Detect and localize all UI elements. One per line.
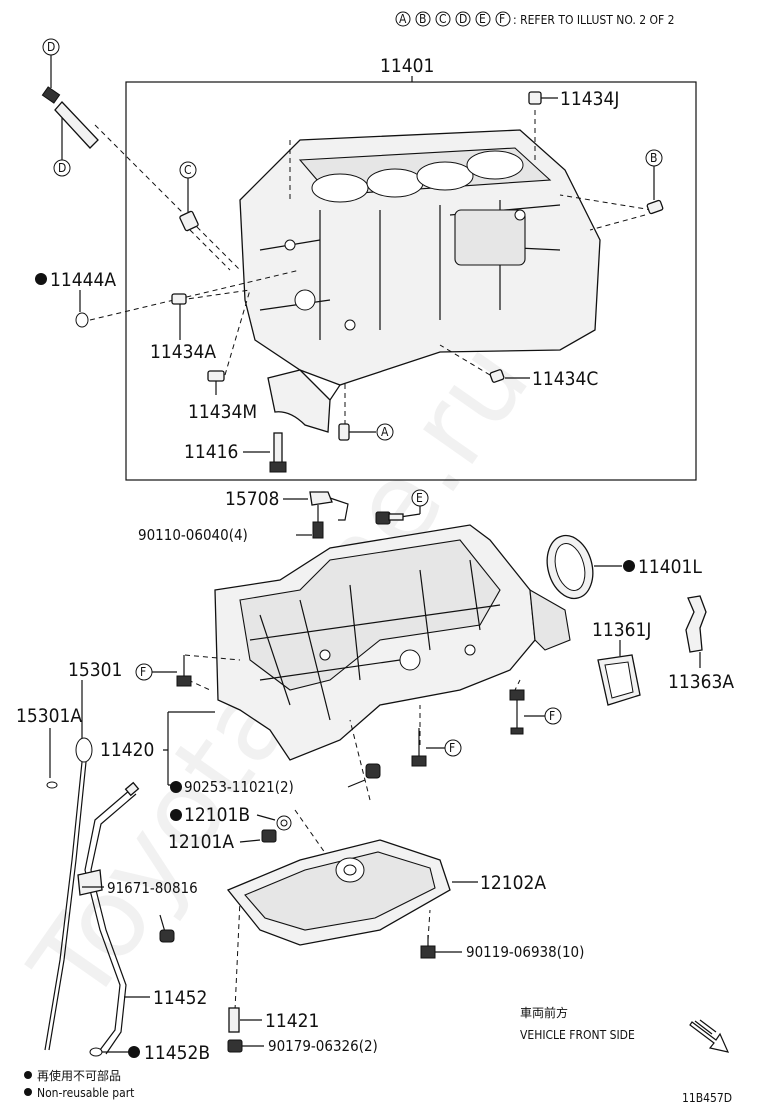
- svg-text:C: C: [184, 163, 192, 177]
- part-15301: 15301: [44, 659, 122, 1051]
- refer-letter-b: B: [415, 11, 431, 27]
- svg-text:A: A: [399, 12, 407, 26]
- part-11416: 11416: [184, 432, 287, 473]
- svg-text:F: F: [499, 12, 505, 26]
- svg-text:15708: 15708: [225, 488, 279, 510]
- svg-text:11444A: 11444A: [50, 269, 116, 291]
- svg-text:F: F: [549, 709, 555, 723]
- refer-text: : REFER TO ILLUST NO. 2 OF 2: [513, 13, 674, 27]
- block-assembly-frame: [125, 81, 697, 481]
- callout-f-1: F: [135, 655, 192, 687]
- part-90119: 90119-06938(10): [420, 935, 584, 961]
- diagram-code: 11B457D: [682, 1091, 732, 1105]
- oil-jet-bolt: [41, 86, 99, 160]
- cylinder-block: [239, 129, 601, 401]
- callout-f-3: F: [411, 728, 462, 767]
- svg-text:11452B: 11452B: [144, 1042, 210, 1064]
- svg-text:D: D: [47, 40, 55, 54]
- part-90110: 90110-06040(4): [138, 505, 324, 544]
- svg-text:A: A: [381, 425, 389, 439]
- part-11444A: 11444A: [35, 269, 116, 328]
- svg-text:11363A: 11363A: [668, 671, 734, 693]
- svg-text:11361J: 11361J: [592, 619, 651, 641]
- part-11434C: 11434C: [489, 368, 598, 390]
- callout-d-top: D: [42, 38, 60, 88]
- callout-c: C: [179, 161, 199, 232]
- part-90253: 90253-11021(2): [170, 763, 381, 796]
- svg-text:F: F: [140, 665, 146, 679]
- crankcase-11420: [214, 524, 571, 761]
- svg-text:11421: 11421: [265, 1010, 319, 1032]
- svg-text:11434A: 11434A: [150, 341, 216, 363]
- svg-text:11434M: 11434M: [188, 401, 257, 423]
- svg-text:D: D: [58, 161, 66, 175]
- legend-dot-jp: [24, 1071, 32, 1079]
- refer-letter-a: A: [395, 11, 411, 27]
- bearing-cap: [267, 369, 331, 433]
- svg-text:E: E: [416, 491, 423, 505]
- legend-jp: 再使用不可部品: [37, 1068, 121, 1083]
- part-91671: 91671-80816: [82, 879, 198, 943]
- part-15708: 15708: [225, 488, 349, 521]
- svg-text:12102A: 12102A: [480, 872, 546, 894]
- svg-text:B: B: [650, 151, 657, 165]
- svg-text:11401L: 11401L: [638, 556, 702, 578]
- svg-text:15301A: 15301A: [16, 705, 82, 727]
- callout-f-2: F: [509, 689, 562, 735]
- svg-text:D: D: [459, 12, 467, 26]
- svg-text:90253-11021(2): 90253-11021(2): [184, 778, 294, 796]
- vehicle-front-en: VEHICLE FRONT SIDE: [520, 1028, 635, 1042]
- part-11361J: 11361J: [592, 619, 651, 706]
- part-11363A: 11363A: [668, 595, 734, 693]
- refer-letter-f: F: [495, 11, 511, 27]
- svg-text:90119-06938(10): 90119-06938(10): [466, 943, 584, 961]
- vehicle-front-jp: 車両前方: [520, 1005, 568, 1020]
- label-11401: 11401: [380, 55, 434, 77]
- part-11434J: 11434J: [528, 88, 619, 110]
- svg-text:11452: 11452: [153, 987, 207, 1009]
- svg-text:E: E: [479, 12, 486, 26]
- refer-letter-d: D: [455, 11, 471, 27]
- part-11401L: 11401L: [546, 534, 702, 600]
- vehicle-front-indicator: 車両前方 VEHICLE FRONT SIDE: [520, 1005, 730, 1053]
- part-11434A: 11434A: [150, 293, 216, 363]
- legend-dot-en: [24, 1088, 32, 1096]
- refer-letter-c: C: [435, 11, 451, 27]
- callout-a: A: [338, 423, 394, 441]
- svg-text:11420: 11420: [100, 739, 154, 761]
- label-11420: 11420: [100, 711, 215, 786]
- part-11434M: 11434M: [188, 370, 257, 423]
- svg-text:12101A: 12101A: [168, 831, 234, 853]
- svg-text:11416: 11416: [184, 441, 238, 463]
- refer-header: A B C D E F : REFER TO ILLUST NO. 2 OF 2: [395, 11, 674, 27]
- svg-text:11434J: 11434J: [560, 88, 619, 110]
- oil-pan-12102A: 12102A: [226, 839, 546, 946]
- svg-text:B: B: [419, 12, 426, 26]
- svg-text:C: C: [439, 12, 447, 26]
- part-90179: 90179-06326(2): [227, 1037, 378, 1055]
- legend-en: Non-reusable part: [37, 1086, 134, 1100]
- legend: 再使用不可部品 Non-reusable part: [24, 1068, 134, 1100]
- callout-b: B: [645, 149, 664, 215]
- part-11452: 11452: [77, 781, 207, 1055]
- part-11421: 11421: [228, 1007, 319, 1033]
- refer-letter-e: E: [475, 11, 491, 27]
- part-12101B: 12101B: [170, 804, 292, 831]
- callout-e: E: [375, 489, 429, 525]
- svg-text:91671-80816: 91671-80816: [107, 879, 198, 897]
- svg-text:11434C: 11434C: [532, 368, 598, 390]
- svg-text:15301: 15301: [68, 659, 122, 681]
- part-15301A: 15301A: [16, 705, 82, 789]
- svg-text:90110-06040(4): 90110-06040(4): [138, 526, 248, 544]
- svg-text:90179-06326(2): 90179-06326(2): [268, 1037, 378, 1055]
- svg-text:12101B: 12101B: [184, 804, 250, 826]
- part-12101A: 12101A: [168, 829, 277, 853]
- part-11452B: 11452B: [89, 1042, 210, 1064]
- svg-text:F: F: [449, 741, 455, 755]
- front-arrow-icon: [689, 1019, 730, 1053]
- callout-d-mid: D: [53, 159, 71, 177]
